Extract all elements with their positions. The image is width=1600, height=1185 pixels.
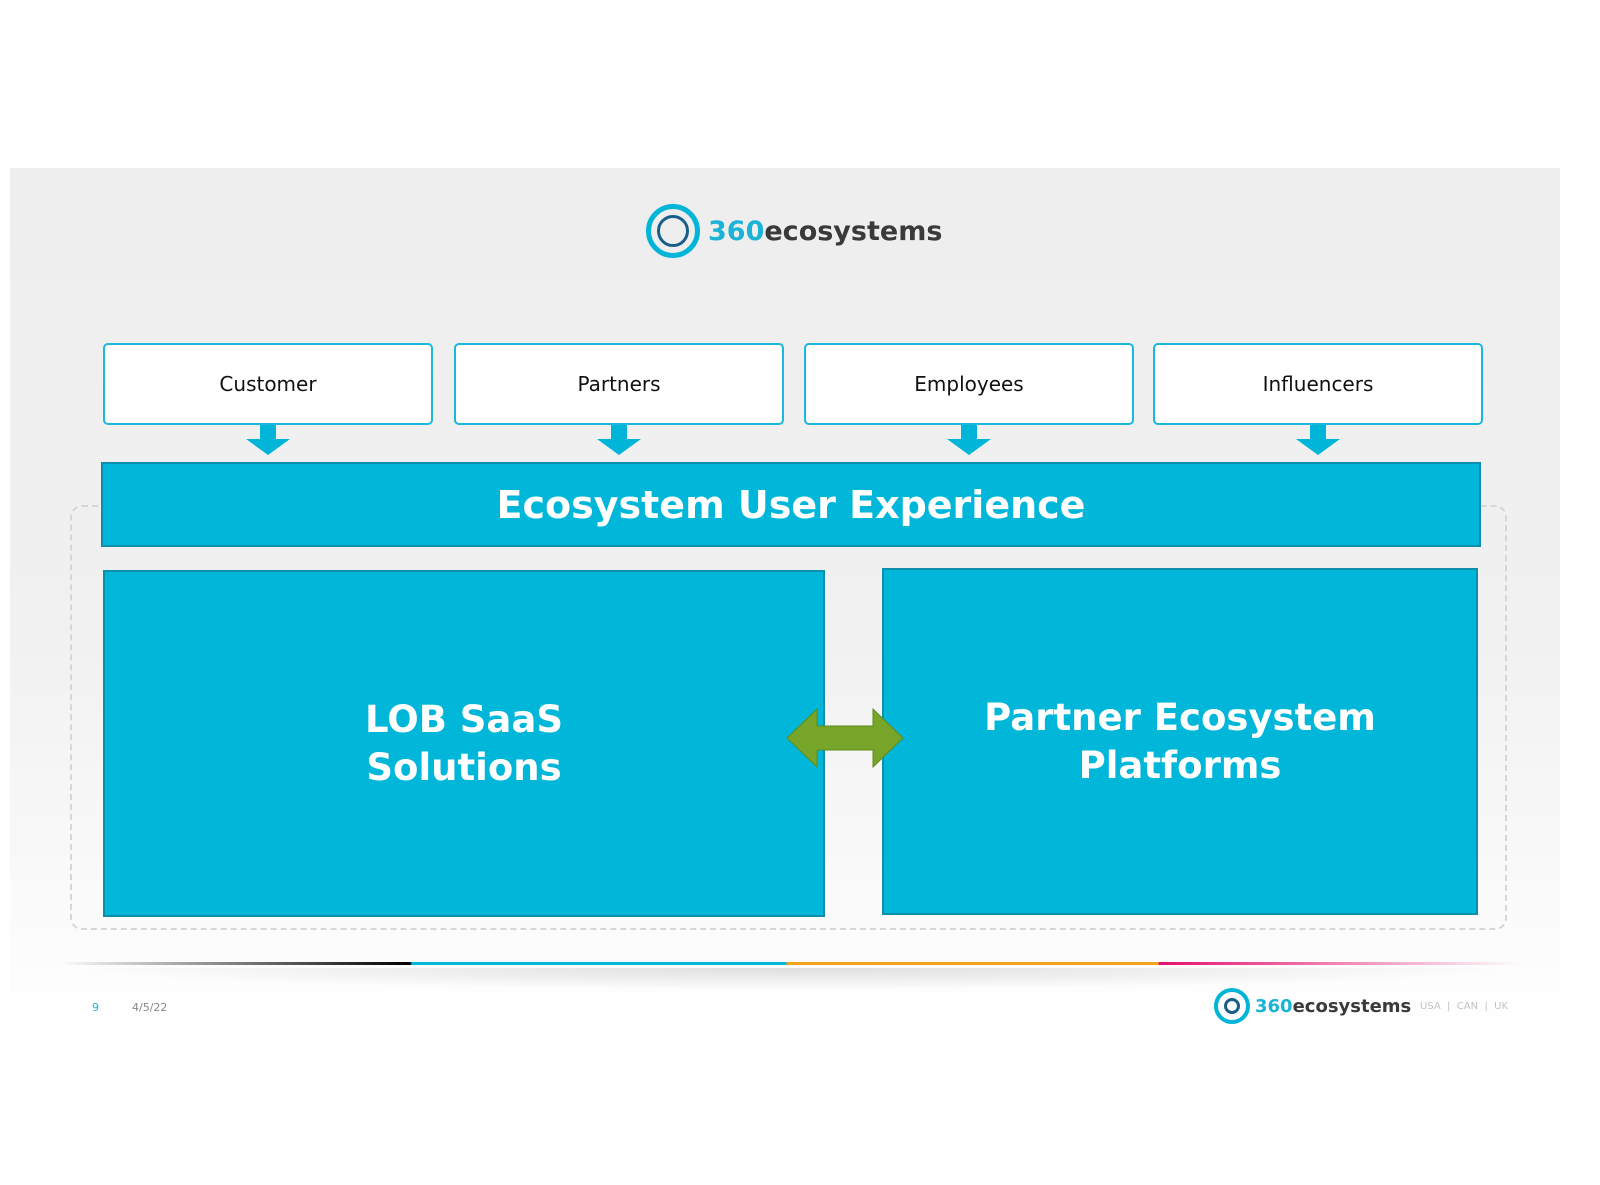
divider-shadow [60, 968, 1520, 990]
header-logo: 360ecosystems [646, 204, 942, 258]
page-number: 9 [92, 1001, 99, 1014]
down-arrow-icon [246, 425, 290, 455]
footer-logo: 360ecosystems [1214, 988, 1411, 1024]
logo-word: ecosystems [764, 215, 943, 247]
down-arrow-icon [947, 425, 991, 455]
partner-platforms-box: Partner Ecosystem Platforms [882, 568, 1478, 915]
footer-date: 4/5/22 [132, 1001, 168, 1014]
double-arrow-icon [786, 707, 904, 769]
box-title-line: Platforms [1078, 743, 1282, 787]
box-title-line: Solutions [366, 745, 562, 789]
stakeholder-influencers: Influencers [1153, 343, 1483, 425]
footer-regions: USA | CAN | UK [1420, 1001, 1509, 1012]
banner-label: Ecosystem User Experience [496, 482, 1086, 527]
lob-saas-box: LOB SaaS Solutions [103, 570, 825, 917]
ecosystem-ux-banner: Ecosystem User Experience [101, 462, 1481, 547]
stakeholder-partners: Partners [454, 343, 784, 425]
logo-number: 360 [708, 215, 765, 247]
box-title-line: LOB SaaS [364, 697, 564, 741]
box-title-line: Partner Ecosystem [984, 695, 1376, 739]
color-divider [60, 962, 1520, 965]
stakeholder-employees: Employees [804, 343, 1134, 425]
logo-number: 360 [1255, 995, 1293, 1017]
stakeholder-label: Customer [219, 372, 317, 396]
stakeholder-customer: Customer [103, 343, 433, 425]
down-arrow-icon [597, 425, 641, 455]
logo-ring-icon [1214, 988, 1250, 1024]
stakeholder-label: Partners [577, 372, 661, 396]
down-arrow-icon [1296, 425, 1340, 455]
stakeholder-label: Employees [914, 372, 1024, 396]
logo-ring-icon [646, 204, 700, 258]
stakeholder-label: Influencers [1262, 372, 1374, 396]
logo-word: ecosystems [1292, 995, 1412, 1017]
